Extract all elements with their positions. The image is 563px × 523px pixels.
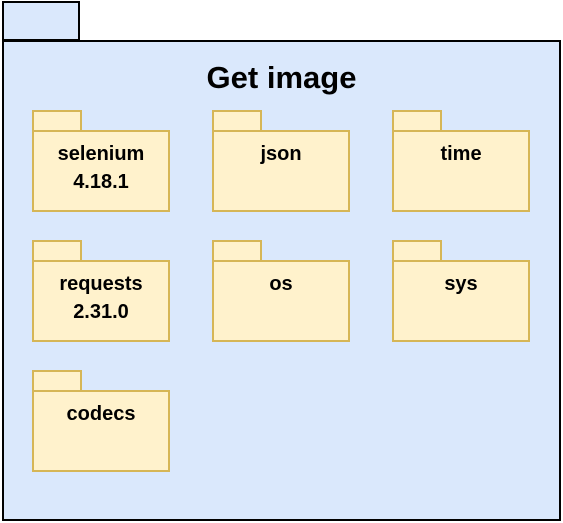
module-tab xyxy=(32,240,82,262)
module-tab xyxy=(32,110,82,132)
module-os[interactable]: os xyxy=(212,240,350,342)
module-body: selenium 4.18.1 xyxy=(32,130,170,212)
module-body: sys xyxy=(392,260,530,342)
module-body: requests 2.31.0 xyxy=(32,260,170,342)
module-name: json xyxy=(260,143,302,165)
module-name: codecs xyxy=(66,403,136,425)
module-tab xyxy=(392,110,442,132)
module-requests[interactable]: requests 2.31.0 xyxy=(32,240,170,342)
module-sys[interactable]: sys xyxy=(392,240,530,342)
module-body: codecs xyxy=(32,390,170,472)
package-title: Get image xyxy=(206,60,357,95)
package-tab xyxy=(2,1,80,41)
module-name: selenium xyxy=(57,143,145,165)
module-version: 2.31.0 xyxy=(73,301,129,323)
module-json[interactable]: json xyxy=(212,110,350,212)
module-codecs[interactable]: codecs xyxy=(32,370,170,472)
module-name: os xyxy=(269,273,293,295)
module-body: os xyxy=(212,260,350,342)
module-name: time xyxy=(440,143,482,165)
module-tab xyxy=(212,110,262,132)
module-name: requests xyxy=(59,273,143,295)
module-body: json xyxy=(212,130,350,212)
module-tab xyxy=(32,370,82,392)
module-tab xyxy=(212,240,262,262)
module-body: time xyxy=(392,130,530,212)
module-tab xyxy=(392,240,442,262)
module-name: sys xyxy=(444,273,478,295)
module-version: 4.18.1 xyxy=(73,171,129,193)
module-selenium[interactable]: selenium 4.18.1 xyxy=(32,110,170,212)
module-time[interactable]: time xyxy=(392,110,530,212)
